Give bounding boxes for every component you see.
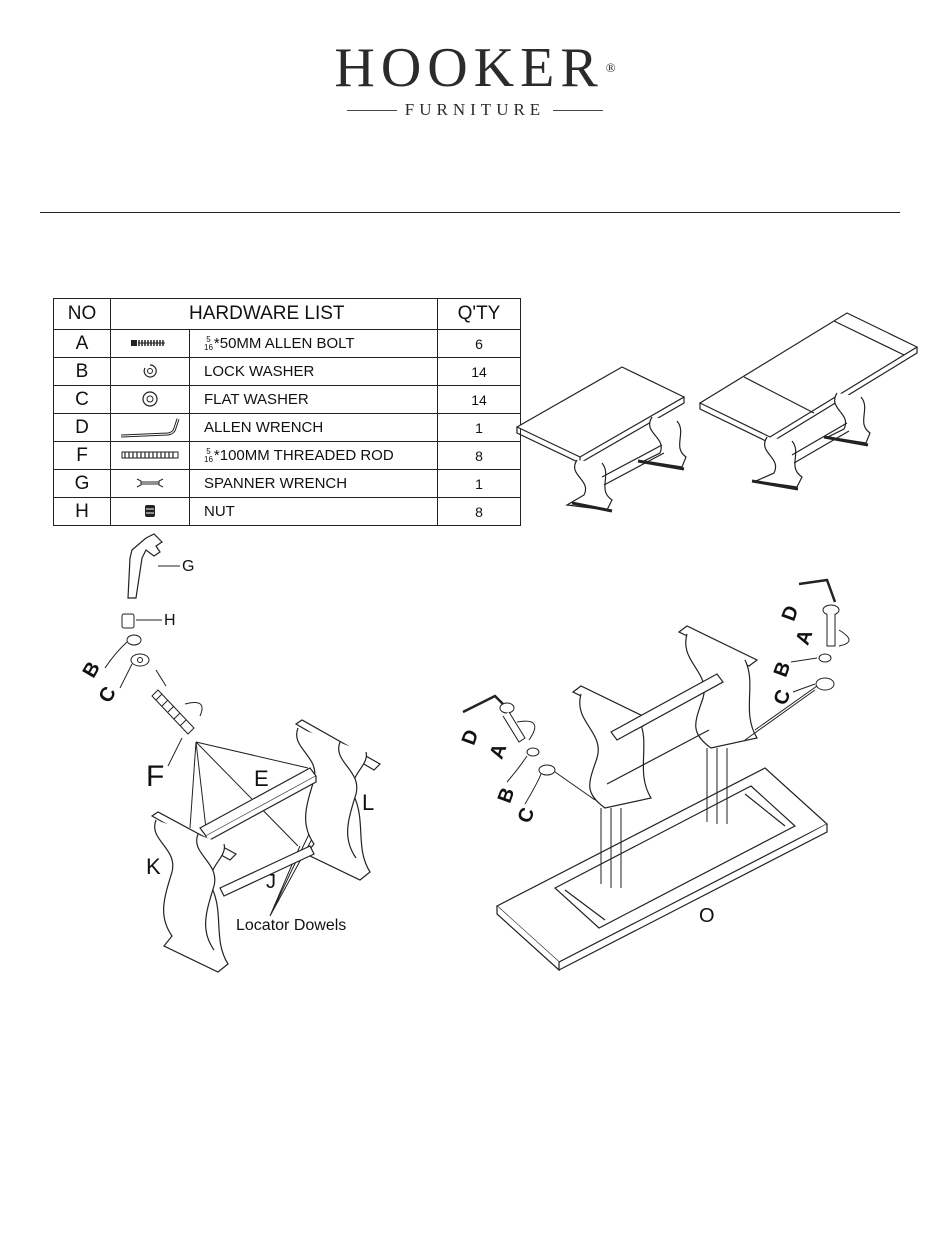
row-qty: 8 — [438, 442, 521, 470]
leader-c — [120, 664, 132, 688]
allen-bolt-icon — [823, 605, 839, 646]
threaded-rod-icon — [121, 450, 179, 460]
row-icon-cell — [111, 470, 190, 498]
table-row: C FLAT WASHER 14 — [54, 386, 521, 414]
header-list: HARDWARE LIST — [111, 299, 438, 330]
row-qty: 14 — [438, 386, 521, 414]
lock-washer-icon — [142, 363, 158, 379]
row-icon-cell — [111, 414, 190, 442]
row-icon-cell — [111, 498, 190, 526]
allen-wrench-icon — [118, 416, 182, 440]
tabletop-o — [497, 768, 827, 970]
threaded-rod-icon — [152, 690, 202, 734]
allen-wrench-icon — [463, 696, 503, 712]
label-e: E — [254, 766, 269, 791]
row-qty: 14 — [438, 358, 521, 386]
brand-name: HOOKER® — [0, 38, 950, 98]
spanner-wrench-icon — [128, 534, 162, 598]
lock-washer-icon — [127, 635, 141, 645]
lock-washer-icon — [819, 654, 831, 662]
row-qty: 6 — [438, 330, 521, 358]
row-no: B — [54, 358, 111, 386]
brand-sub: FURNITURE — [405, 100, 545, 120]
logo-rule-right — [553, 110, 603, 111]
hardware-table-header: NO HARDWARE LIST Q'TY — [54, 299, 521, 330]
leader-f — [168, 738, 182, 766]
label-c-left: C — [514, 805, 540, 826]
header-qty: Q'TY — [438, 299, 521, 330]
row-icon-cell — [111, 330, 190, 358]
nut-icon — [143, 504, 157, 518]
row-qty: 1 — [438, 470, 521, 498]
finished-table-illustrations — [512, 305, 922, 520]
label-a-left: A — [486, 741, 512, 762]
label-l: L — [362, 790, 374, 815]
flat-washer-icon — [539, 765, 555, 775]
row-icon-cell — [111, 358, 190, 386]
leader-b — [105, 642, 127, 668]
row-desc: LOCK WASHER — [190, 358, 438, 386]
inverted-base — [573, 626, 757, 808]
row-qty: 1 — [438, 414, 521, 442]
logo-rule-left — [347, 110, 397, 111]
label-g: G — [182, 558, 194, 575]
row-no: G — [54, 470, 111, 498]
allen-bolt-icon — [500, 703, 525, 742]
label-d-right: D — [778, 603, 804, 624]
left-assembly-diagram: G H B C F L E J — [70, 528, 390, 978]
row-icon-cell — [111, 386, 190, 414]
brand-subline: FURNITURE — [0, 100, 950, 120]
label-f: F — [146, 760, 164, 793]
label-k: K — [146, 854, 161, 879]
label-b: B — [79, 658, 105, 682]
brand-logo: HOOKER® FURNITURE — [0, 38, 950, 120]
spanner-wrench-icon — [133, 477, 167, 489]
label-d-left: D — [458, 727, 484, 748]
table-closed-illustration — [517, 367, 686, 511]
label-h: H — [164, 612, 176, 629]
row-desc: FLAT WASHER — [190, 386, 438, 414]
row-no: H — [54, 498, 111, 526]
registered-mark: ® — [606, 60, 616, 75]
right-assembly-diagram: O D A B C D A B C — [455, 572, 925, 972]
table-row: D ALLEN WRENCH 1 — [54, 414, 521, 442]
label-c-right: C — [770, 687, 796, 708]
flat-washer-icon — [141, 390, 159, 408]
row-icon-cell — [111, 442, 190, 470]
table-row: G SPANNER WRENCH 1 — [54, 470, 521, 498]
header-divider — [40, 212, 900, 213]
header-no: NO — [54, 299, 111, 330]
row-desc: SPANNER WRENCH — [190, 470, 438, 498]
row-no: F — [54, 442, 111, 470]
lock-washer-icon — [527, 748, 539, 756]
table-row: B LOCK WASHER 14 — [54, 358, 521, 386]
allen-bolt-icon — [130, 338, 170, 348]
label-a-right: A — [792, 627, 818, 648]
table-row: H NUT 8 — [54, 498, 521, 526]
nut-icon — [122, 614, 134, 628]
label-j: J — [266, 871, 276, 893]
label-b-left: B — [494, 785, 520, 806]
flat-washer-icon — [816, 678, 834, 690]
row-no: C — [54, 386, 111, 414]
label-o: O — [699, 905, 715, 927]
label-c: C — [95, 683, 121, 707]
row-desc: NUT — [190, 498, 438, 526]
flat-washer-icon — [131, 654, 149, 666]
label-locator-dowels: Locator Dowels — [236, 917, 346, 934]
row-desc: ALLEN WRENCH — [190, 414, 438, 442]
table-extended-illustration — [700, 313, 917, 489]
row-no: D — [54, 414, 111, 442]
row-qty: 8 — [438, 498, 521, 526]
allen-wrench-icon — [799, 580, 835, 602]
row-no: A — [54, 330, 111, 358]
